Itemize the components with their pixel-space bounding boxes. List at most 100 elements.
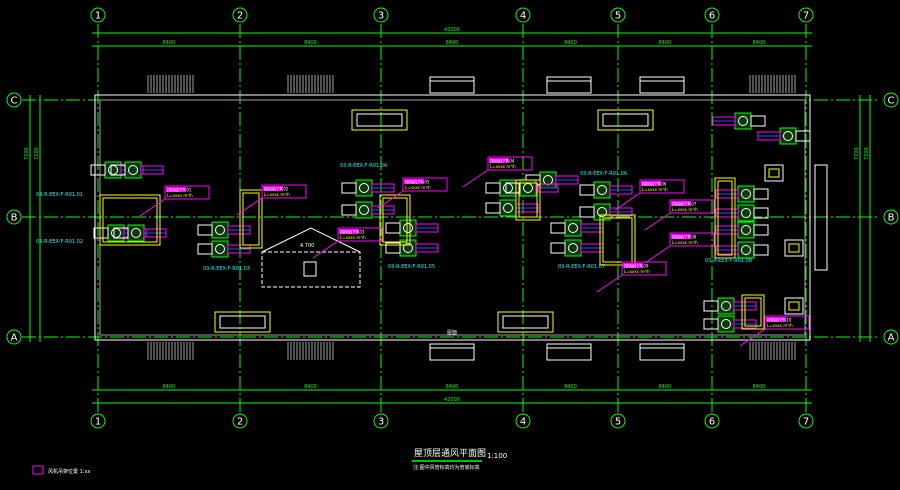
callout-label: 排风机 FP-01 bbox=[167, 187, 192, 193]
axis-bubble bbox=[90, 7, 106, 23]
callout-label: 排风机 FP-10 bbox=[767, 317, 792, 323]
axis-label-row: A bbox=[888, 333, 895, 344]
duct-shaft bbox=[379, 194, 411, 246]
axis-label-col: 1 bbox=[95, 417, 101, 428]
callout-box bbox=[261, 184, 307, 199]
callout-label: 排风机 FP-08 bbox=[672, 234, 697, 240]
leader-line bbox=[644, 245, 671, 264]
axis-label-col: 5 bbox=[615, 11, 621, 22]
fan-icon bbox=[741, 225, 751, 235]
roof-hatch bbox=[214, 311, 271, 333]
exhaust-fan bbox=[113, 224, 167, 242]
fan-icon bbox=[131, 228, 141, 238]
fan-inlet bbox=[703, 300, 719, 312]
duct-shaft bbox=[515, 179, 541, 221]
axis-bubble bbox=[373, 7, 389, 23]
dimension-text: 8400 bbox=[163, 40, 176, 46]
fan-inlet bbox=[753, 244, 769, 256]
callout-highlight bbox=[623, 263, 643, 268]
fan-icon bbox=[597, 207, 607, 217]
fan-body bbox=[593, 181, 611, 199]
fan-inlet bbox=[90, 164, 106, 176]
callout-box bbox=[669, 232, 715, 247]
dimension-text: 8400 bbox=[304, 384, 317, 390]
roof-hatch bbox=[597, 109, 654, 131]
callout-sub: L=xxxx m³/h bbox=[624, 269, 650, 274]
exhaust-fan bbox=[341, 179, 395, 197]
fan-inlet bbox=[579, 206, 595, 218]
callout-highlight bbox=[166, 187, 186, 192]
callout-highlight bbox=[641, 181, 661, 186]
vent-cap-inner bbox=[788, 243, 800, 253]
fan-body bbox=[564, 219, 582, 237]
fan-inlet bbox=[550, 222, 566, 234]
equipment-tag: 03-R-EEX-F-R01.04 bbox=[340, 163, 387, 169]
fan-body bbox=[399, 219, 417, 237]
fan-body bbox=[499, 199, 517, 217]
dimension-text: 8400 bbox=[304, 40, 317, 46]
fan-icon bbox=[741, 189, 751, 199]
leader-line bbox=[312, 240, 339, 259]
duct-shaft bbox=[714, 177, 736, 259]
fan-icon bbox=[721, 319, 731, 329]
dimension-text: 8400 bbox=[753, 40, 766, 46]
axis-label-col: 3 bbox=[378, 11, 384, 22]
fan-inlet bbox=[753, 224, 769, 236]
fan-inlet bbox=[753, 188, 769, 200]
axis-label-row: C bbox=[888, 96, 895, 107]
axis-bubble bbox=[704, 7, 720, 23]
dimension-text: 7200 bbox=[24, 147, 30, 160]
vent-cap-inner bbox=[788, 301, 800, 311]
fan-inlet bbox=[753, 207, 769, 219]
title-block: 屋顶层通风平面图 1:100 注:图中风管标高均为管底标高 bbox=[412, 448, 507, 471]
fan-icon bbox=[359, 205, 369, 215]
axis-bubble bbox=[6, 209, 22, 225]
callout-label: 排风机 FP-04 bbox=[490, 158, 515, 164]
callout-highlight bbox=[339, 229, 359, 234]
callout-sub: L=xxxx m³/h bbox=[642, 187, 668, 192]
leader-line bbox=[462, 169, 489, 188]
fan-inlet bbox=[385, 222, 401, 234]
fan-body bbox=[355, 201, 373, 219]
vent-cap bbox=[764, 164, 784, 182]
duct-shaft bbox=[239, 189, 263, 249]
callout-label: 排风机 FP-03 bbox=[340, 229, 365, 235]
axis-label-col: 7 bbox=[803, 417, 809, 428]
equipment-tag: 03-R-EEX-F-R01.03 bbox=[203, 266, 250, 272]
callout-label: 排风机 FP-07 bbox=[672, 201, 697, 207]
equipment-tag: 03-R-EEX-F-R01.02 bbox=[36, 239, 83, 245]
louver bbox=[639, 343, 685, 361]
axis-label-col: 4 bbox=[520, 11, 526, 22]
fan-inlet bbox=[550, 242, 566, 254]
fan-body bbox=[717, 315, 735, 333]
axis-label-row: B bbox=[11, 213, 18, 224]
leader-line bbox=[596, 274, 623, 293]
axis-label-col: 5 bbox=[615, 417, 621, 428]
fan-body bbox=[519, 179, 537, 197]
duct-shaft-inner bbox=[382, 197, 408, 243]
callout-sub: L=xxxx m³/h bbox=[340, 235, 366, 240]
exhaust-fan bbox=[703, 315, 757, 333]
equipment-tag: 03-R-EEX-F-R01.06 bbox=[580, 171, 627, 177]
fan-body bbox=[211, 240, 229, 258]
equipment-tag: 03-R-EEX-F-R01.05 bbox=[388, 264, 435, 270]
louver bbox=[429, 76, 475, 94]
exhaust-fan bbox=[579, 181, 633, 199]
equipment-tag: 03-R-EEX-F-R01.01 bbox=[36, 192, 83, 198]
axis-bubble bbox=[704, 413, 720, 429]
axis-bubble bbox=[6, 329, 22, 345]
fan-body bbox=[355, 179, 373, 197]
callout-label: 排风机 FP-09 bbox=[624, 263, 649, 269]
fan-icon bbox=[597, 185, 607, 195]
dimension-text: 8400 bbox=[446, 40, 459, 46]
fan-inlet bbox=[385, 242, 401, 254]
exhaust-fan bbox=[715, 204, 769, 222]
dimension-text: 8400 bbox=[659, 384, 672, 390]
stair-door bbox=[303, 261, 317, 277]
axis-label-col: 3 bbox=[378, 417, 384, 428]
exhaust-fan bbox=[579, 203, 633, 221]
callout-sub: L=xxxx m³/h bbox=[264, 192, 290, 197]
axis-bubble bbox=[515, 7, 531, 23]
